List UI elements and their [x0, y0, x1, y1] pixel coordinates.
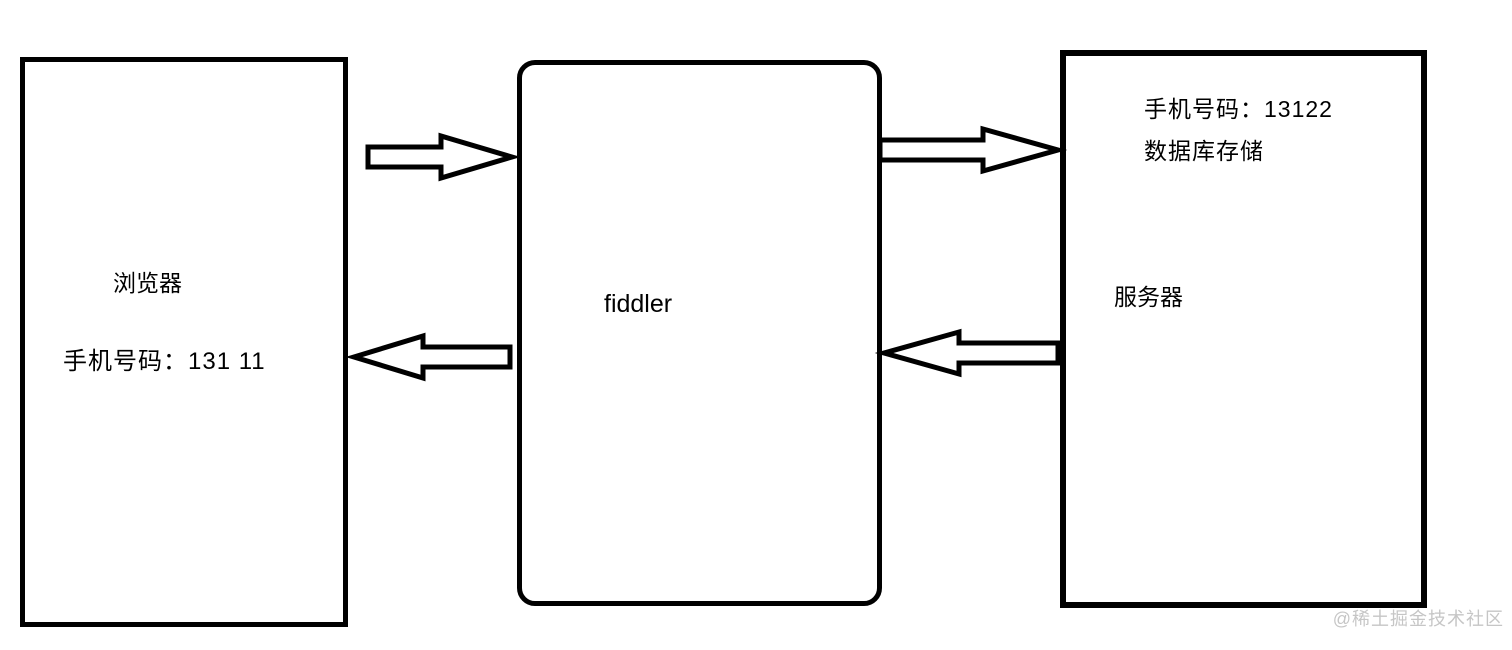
watermark: @稀土掘金技术社区 [1332, 609, 1504, 629]
arrow-fiddler-to-browser-icon [345, 332, 513, 382]
arrow-server-to-fiddler-icon [874, 328, 1061, 378]
arrow-browser-to-fiddler-icon [365, 132, 521, 182]
server-phone-text: 手机号码：13122 [1144, 96, 1333, 122]
fiddler-node: fiddler [517, 60, 882, 606]
server-label: 服务器 [1114, 284, 1183, 310]
browser-label: 浏览器 [113, 270, 182, 296]
server-storage-text: 数据库存储 [1144, 138, 1264, 164]
server-node: 手机号码：13122 数据库存储 服务器 [1060, 50, 1427, 608]
browser-node: 浏览器 手机号码：131 11 [20, 57, 348, 627]
arrow-fiddler-to-server-icon [877, 125, 1068, 175]
fiddler-label: fiddler [604, 290, 673, 318]
browser-phone-text: 手机号码：131 11 [63, 348, 266, 375]
